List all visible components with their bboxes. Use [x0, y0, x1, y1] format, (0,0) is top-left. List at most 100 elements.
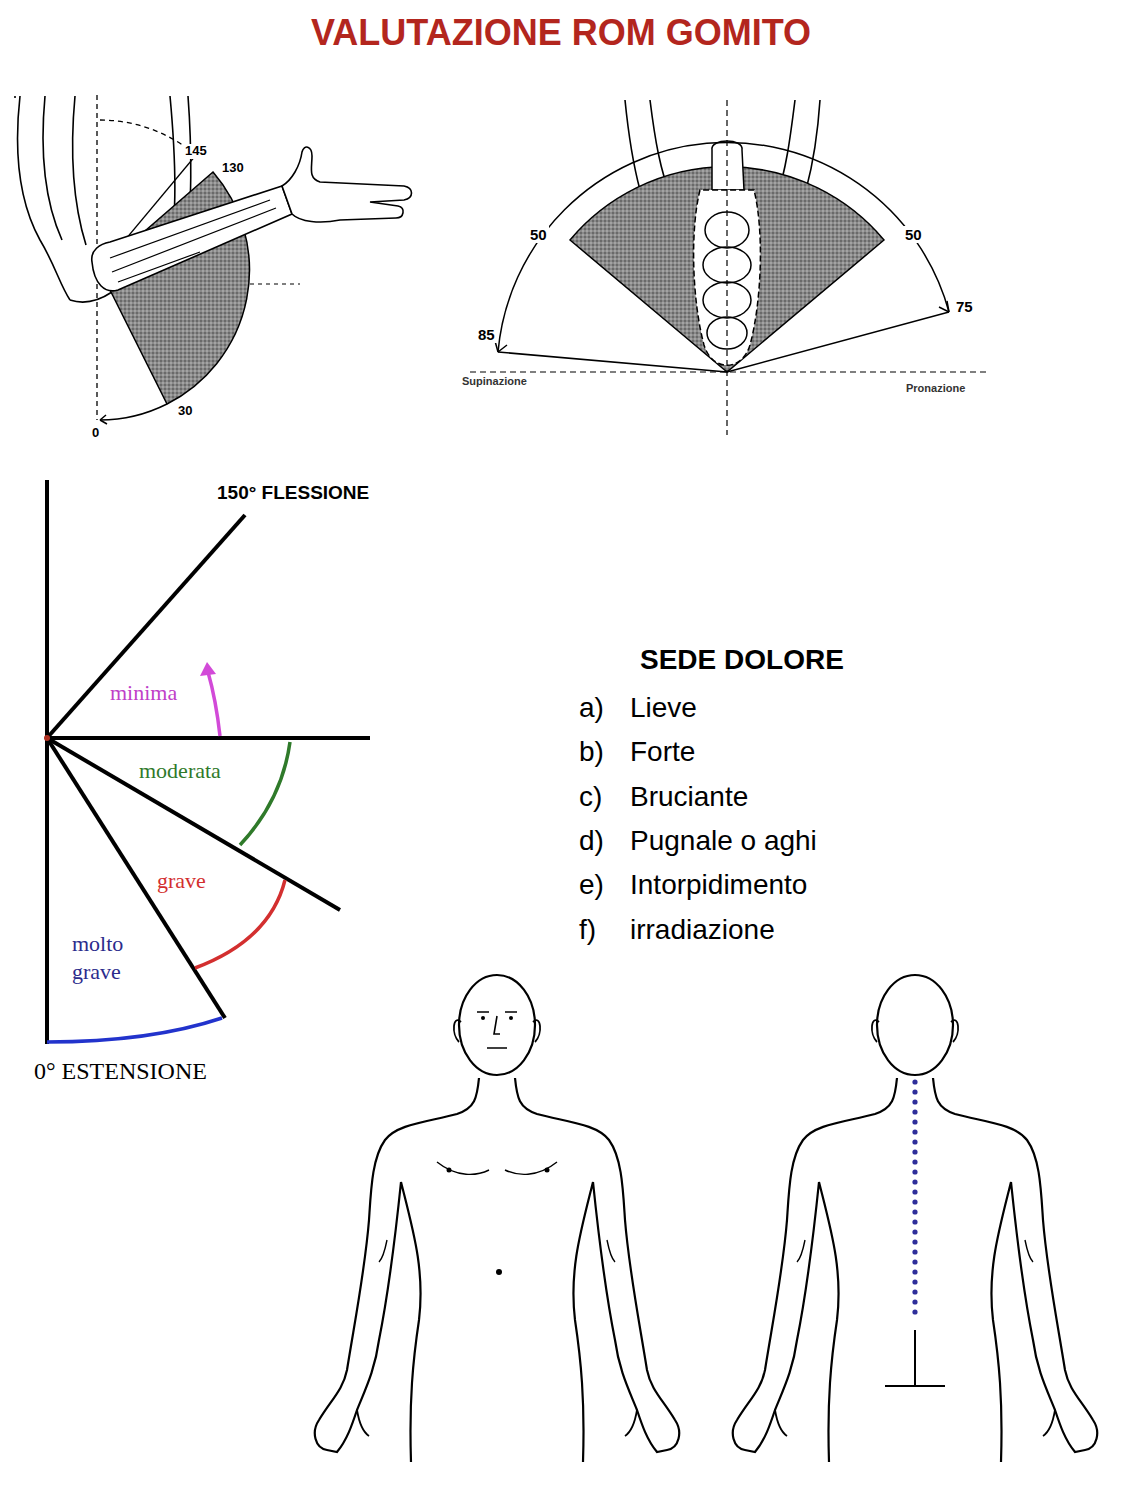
drawing-circle — [912, 1169, 917, 1174]
list-marker: a) — [577, 692, 606, 724]
drawing-line — [47, 738, 340, 910]
drawing-line — [498, 352, 727, 372]
drawing-circle — [509, 1016, 513, 1020]
drawing-circle — [912, 1179, 917, 1184]
severity-label: minima — [108, 680, 179, 705]
drawing-circle — [447, 1168, 452, 1173]
angle-value: 85 — [476, 326, 497, 343]
drawing-circle — [912, 1189, 917, 1194]
drawing-circle — [912, 1199, 917, 1204]
drawing-circle — [481, 1016, 485, 1020]
drawing-path — [110, 200, 270, 258]
drawing-circle — [912, 1279, 917, 1284]
angle-value: 30 — [176, 404, 194, 419]
movement-label: Supinazione — [460, 375, 529, 388]
drawing-path — [477, 1012, 517, 1048]
drawing-path — [495, 341, 507, 352]
drawing-use — [515, 1020, 679, 1462]
page-title: VALUTAZIONE ROM GOMITO — [0, 12, 1122, 53]
axis-label: 150° FLESSIONE — [215, 482, 371, 504]
list-heading: SEDE DOLORE — [638, 644, 846, 676]
drawing-circle — [545, 1168, 550, 1173]
drawing-g — [470, 100, 990, 435]
drawing-g — [315, 975, 679, 1462]
drawing-circle — [912, 1209, 917, 1214]
drawing-g — [912, 1079, 917, 1314]
drawing-path — [625, 100, 640, 190]
drawing-circle — [912, 1229, 917, 1234]
drawing-circle — [912, 1149, 917, 1154]
severity-label: grave — [155, 868, 208, 893]
drawing-path — [112, 208, 276, 272]
drawing-use — [933, 1020, 1097, 1462]
angle-value: 50 — [903, 226, 924, 243]
angle-value: 0 — [90, 426, 101, 441]
drawing-circle — [912, 1239, 917, 1244]
drawing-line — [47, 738, 225, 1018]
drawing-path — [240, 742, 290, 845]
drawing-circle — [912, 1099, 917, 1104]
drawing-path — [43, 96, 62, 240]
drawing-circle — [912, 1289, 917, 1294]
drawing-use — [315, 1020, 479, 1462]
drawing-g — [733, 975, 1097, 1462]
drawing-path — [47, 1018, 222, 1042]
drawing-g — [47, 480, 370, 1044]
drawing-path — [100, 415, 107, 424]
drawing-path — [14, 96, 16, 98]
drawing-path — [92, 186, 292, 291]
list-marker: f) — [577, 914, 598, 946]
angle-value: 130 — [220, 161, 246, 176]
angle-value: 145 — [183, 144, 209, 159]
movement-label: Pronazione — [904, 382, 967, 395]
drawing-circle — [912, 1129, 917, 1134]
drawing-use — [733, 1020, 897, 1462]
drawing-circle — [912, 1119, 917, 1124]
drawing-path — [282, 147, 412, 222]
drawing-path — [250, 283, 300, 284]
angle-value: 75 — [954, 298, 975, 315]
drawing-ellipse — [877, 975, 953, 1075]
drawing-path — [726, 100, 727, 435]
drawing-circle — [44, 735, 50, 741]
drawing-path — [806, 100, 820, 190]
drawing-circle — [912, 1139, 917, 1144]
list-item: irradiazione — [628, 914, 777, 946]
list-item: Intorpidimento — [628, 869, 809, 901]
drawing-circle — [912, 1089, 917, 1094]
drawing-circle — [912, 1249, 917, 1254]
drawing-path — [885, 1330, 945, 1386]
drawing-circle — [912, 1269, 917, 1274]
drawing-circle — [912, 1159, 917, 1164]
drawing-path — [712, 141, 744, 190]
drawing-circle — [496, 1269, 502, 1275]
severity-label: moderata — [137, 758, 223, 783]
drawing-circle — [912, 1109, 917, 1114]
list-item: Bruciante — [628, 781, 750, 813]
list-marker: b) — [577, 736, 606, 768]
drawing-circle — [912, 1259, 917, 1264]
drawing-line — [45, 480, 49, 1044]
drawing-path — [939, 301, 949, 312]
drawing-path — [100, 120, 196, 155]
drawing-g — [92, 147, 412, 291]
drawing-g — [110, 200, 300, 284]
list-item: Lieve — [628, 692, 699, 724]
drawing-circle — [912, 1219, 917, 1224]
drawing-path — [195, 880, 285, 968]
drawing-line — [727, 312, 949, 372]
drawing-path — [694, 190, 761, 365]
drawing-path — [118, 252, 200, 282]
drawing-circle — [912, 1309, 917, 1314]
drawing-path — [17, 96, 70, 300]
drawing-path — [70, 292, 112, 302]
drawing-ellipse — [459, 975, 535, 1075]
angle-value: 50 — [528, 226, 549, 243]
drawing-circle — [912, 1079, 917, 1084]
list-marker: d) — [577, 825, 606, 857]
drawing-path — [73, 96, 86, 245]
list-item: Pugnale o aghi — [628, 825, 819, 857]
list-marker: c) — [577, 781, 604, 813]
